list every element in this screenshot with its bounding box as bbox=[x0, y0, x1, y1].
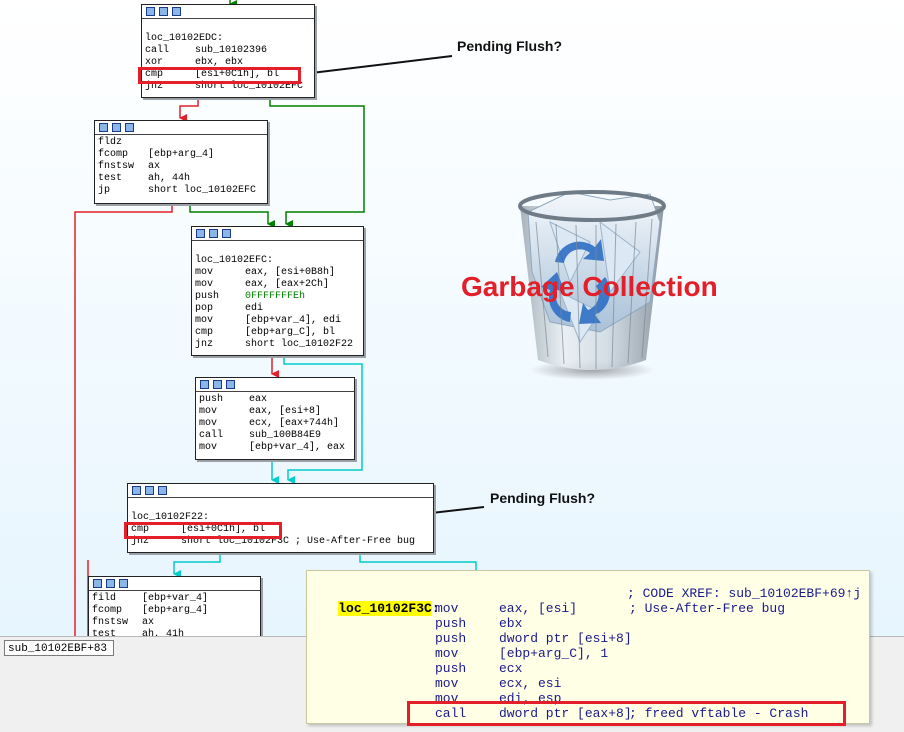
node-color-icon[interactable] bbox=[196, 229, 205, 238]
asm-line bbox=[145, 21, 311, 33]
node-text-icon[interactable] bbox=[125, 123, 134, 132]
node-toolbar bbox=[128, 484, 433, 498]
asm-line: fild[ebp+var_4] bbox=[92, 593, 209, 604]
highlight-box-cmp-1 bbox=[138, 67, 301, 84]
node-text-icon[interactable] bbox=[158, 486, 167, 495]
node-text-icon[interactable] bbox=[226, 380, 235, 389]
asm-line: fldz bbox=[98, 137, 123, 148]
node-graph-icon[interactable] bbox=[159, 7, 168, 16]
highlight-box-crash bbox=[407, 701, 846, 726]
node-text-icon[interactable] bbox=[222, 229, 231, 238]
node-color-icon[interactable] bbox=[93, 579, 102, 588]
node-graph-icon[interactable] bbox=[145, 486, 154, 495]
asm-line: fcomp[ebp+arg_4] bbox=[92, 605, 209, 616]
node-toolbar bbox=[192, 227, 363, 241]
asm-line: mov[ebp+var_4], eax bbox=[199, 442, 346, 453]
annotation-pending-flush-2: Pending Flush? bbox=[490, 490, 595, 506]
asm-line: fcomp[ebp+arg_4] bbox=[98, 149, 215, 160]
asm-line bbox=[195, 243, 360, 255]
node-graph-icon[interactable] bbox=[112, 123, 121, 132]
node-graph-icon[interactable] bbox=[213, 380, 222, 389]
recycle-bin-icon bbox=[518, 190, 666, 380]
node-color-icon[interactable] bbox=[200, 380, 209, 389]
edge-n1-n2 bbox=[179, 96, 199, 122]
edge-n2-n3 bbox=[189, 202, 275, 228]
code-row: mov[ebp+arg_C], 1 bbox=[435, 646, 609, 661]
panel-loc-label[interactable]: loc_10102F3C bbox=[338, 601, 432, 616]
node-graph-icon[interactable] bbox=[106, 579, 115, 588]
status-location-label: sub_10102EBF+83 bbox=[4, 640, 114, 656]
node-toolbar bbox=[196, 378, 354, 392]
asm-line: mov[ebp+var_4], edi bbox=[195, 315, 342, 326]
asm-line: cmp[ebp+arg_C], bl bbox=[195, 327, 336, 338]
garbage-collection-title: Garbage Collection bbox=[461, 271, 718, 302]
edge-n2-down bbox=[74, 202, 173, 640]
edge-n5-n6 bbox=[173, 551, 221, 578]
node-label[interactable]: loc_10102F22: bbox=[131, 512, 210, 523]
node-text-icon[interactable] bbox=[119, 579, 128, 588]
edge-n5-right bbox=[359, 551, 477, 572]
asm-line-cmp: cmp[esi+0C1h], bl bbox=[131, 524, 266, 535]
annotation-pending-flush-1: Pending Flush? bbox=[457, 38, 562, 54]
highlight-box-cmp-2 bbox=[124, 522, 282, 539]
asm-line-cmp: cmp[esi+0C1h], bl bbox=[145, 69, 280, 80]
edge-n1-n3 bbox=[269, 96, 365, 228]
code-xref[interactable]: ; CODE XREF: sub_10102EBF+69↑j bbox=[627, 586, 862, 601]
node-color-icon[interactable] bbox=[99, 123, 108, 132]
node-text-icon[interactable] bbox=[172, 7, 181, 16]
node-toolbar bbox=[142, 5, 314, 19]
node-label[interactable]: loc_10102EDC: bbox=[145, 33, 224, 44]
pointer-line-1 bbox=[302, 55, 453, 75]
edge-n3-n5 bbox=[283, 354, 363, 484]
node-toolbar bbox=[95, 121, 267, 135]
node-graph-icon[interactable] bbox=[209, 229, 218, 238]
node-color-icon[interactable] bbox=[132, 486, 141, 495]
node-toolbar bbox=[89, 577, 260, 591]
node-color-icon[interactable] bbox=[146, 7, 155, 16]
asm-line bbox=[131, 500, 430, 512]
panel-label-row: loc_10102F3C: bbox=[338, 601, 440, 616]
node-label[interactable]: loc_10102EFC: bbox=[195, 255, 274, 266]
